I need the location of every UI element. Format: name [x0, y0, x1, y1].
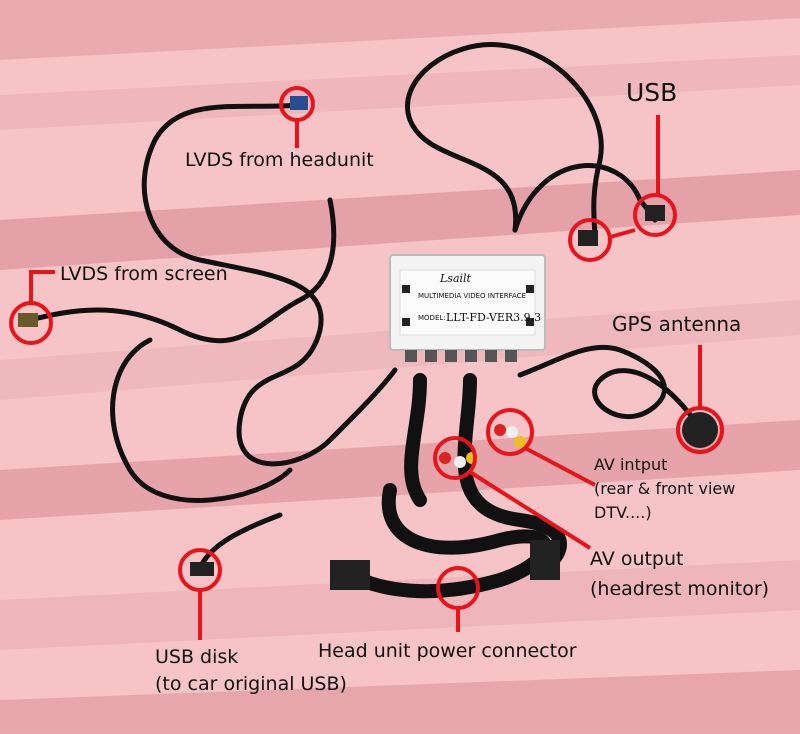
marker-usb-left — [568, 218, 612, 262]
label-av-output-2: (headrest monitor) — [590, 578, 770, 600]
label-usb-disk-1: USB disk — [155, 646, 239, 668]
module-brand: Lsailt — [440, 272, 471, 285]
label-av-input-2: (rear & front view — [594, 479, 736, 498]
label-lvds-headunit: LVDS from headunit — [185, 149, 374, 171]
label-av-output-1: AV output — [590, 548, 684, 570]
label-av-input-3: DTV....) — [594, 503, 652, 522]
module-model: LLT-FD-VER3.9.3 — [446, 311, 542, 324]
interface-module — [389, 254, 546, 362]
callout-markers — [9, 86, 724, 640]
usb-cable — [405, 42, 604, 243]
label-usb-disk-2: (to car original USB) — [155, 673, 347, 695]
label-usb: USB — [626, 78, 678, 107]
lvds-headunit-cable — [141, 102, 398, 467]
gps-cable — [517, 344, 703, 431]
harness-cable — [343, 483, 552, 599]
label-gps: GPS antenna — [612, 312, 742, 336]
lvds-screen-cable — [27, 197, 337, 344]
marker-usb-right — [633, 193, 677, 237]
connectors — [18, 96, 718, 590]
label-power: Head unit power connector — [318, 640, 577, 662]
marker-av-output — [433, 436, 477, 480]
marker-av-input — [486, 408, 534, 456]
usb-disk-cable — [197, 512, 283, 571]
module-subtitle: MULTIMEDIA VIDEO INTERFACE — [418, 292, 526, 300]
module-model-prefix: MODEL: — [418, 314, 446, 322]
label-av-input-1: AV intput — [594, 455, 668, 474]
label-lvds-screen: LVDS from screen — [60, 263, 228, 285]
